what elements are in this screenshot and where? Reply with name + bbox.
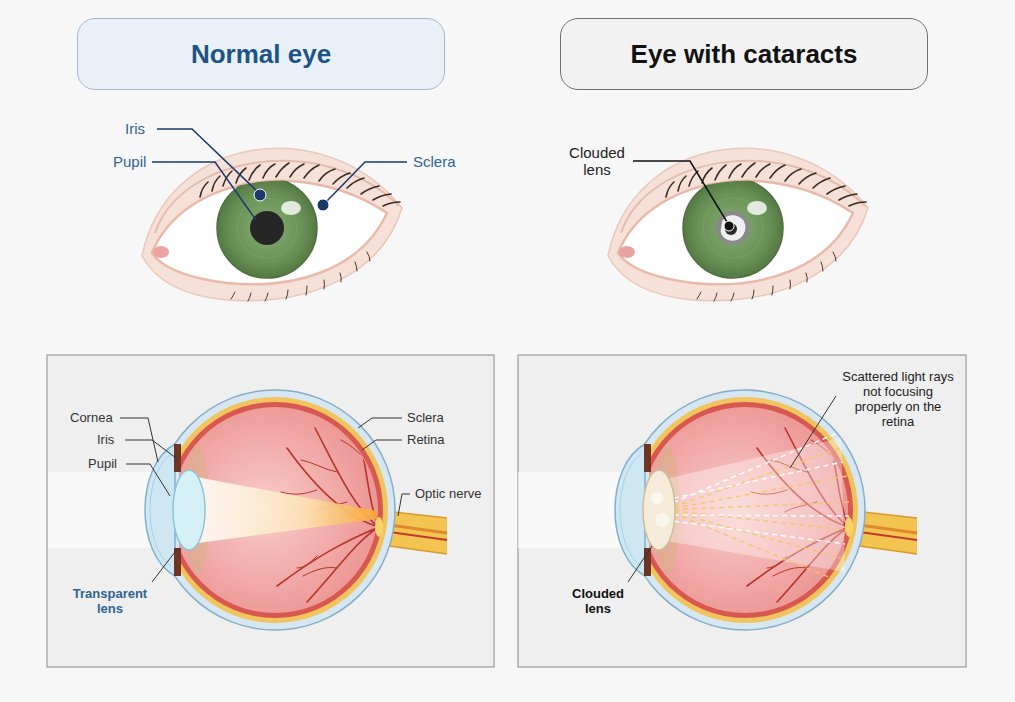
part-label: Cornea	[70, 411, 113, 426]
part-label: Clouded lens	[567, 587, 629, 617]
part-label: Iris	[125, 120, 145, 137]
header-text: Normal eye	[191, 39, 331, 70]
part-label: Optic nerve	[415, 487, 481, 502]
part-label: Pupil	[113, 153, 146, 170]
header-box: Normal eye	[77, 18, 445, 90]
part-label: Iris	[97, 433, 114, 448]
header-text: Eye with cataracts	[631, 39, 858, 70]
part-label: Sclera	[407, 411, 444, 426]
part-label: Scattered light rays not focusing proper…	[842, 370, 954, 430]
part-label: Clouded lens	[565, 144, 629, 179]
header-box: Eye with cataracts	[560, 18, 928, 90]
part-label: Pupil	[88, 457, 117, 472]
part-label: Transparent lens	[65, 587, 155, 617]
part-label: Sclera	[413, 153, 456, 170]
part-label: Retina	[407, 433, 445, 448]
